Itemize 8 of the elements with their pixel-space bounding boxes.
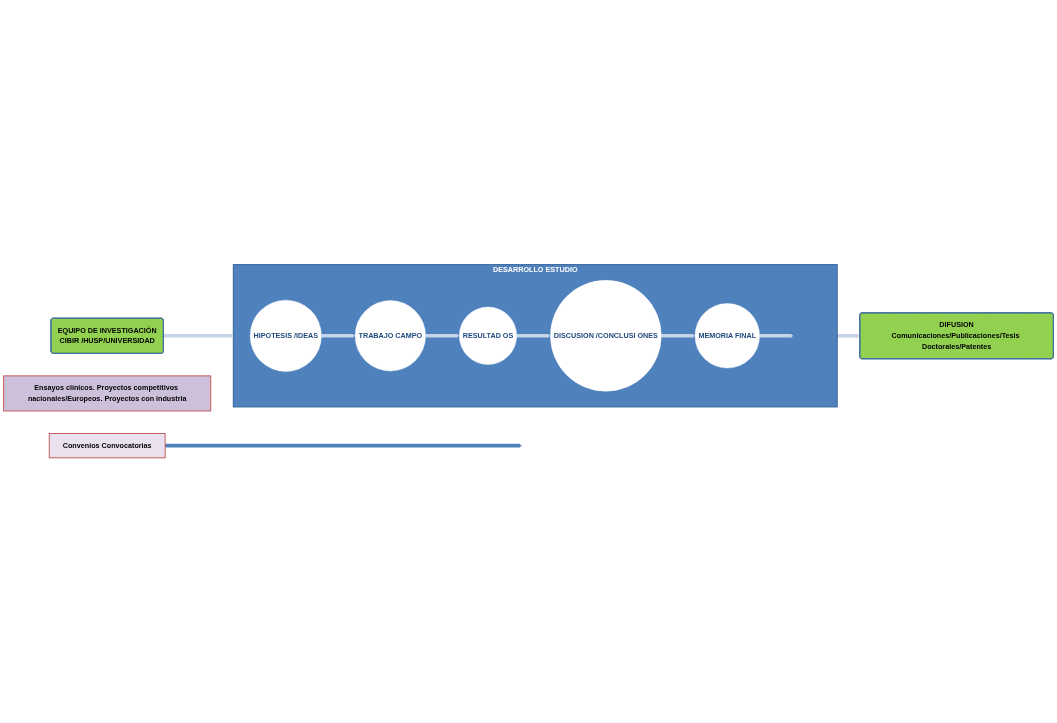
arrow: [163, 334, 234, 339]
arrow: [425, 334, 460, 339]
arrow: [165, 443, 522, 448]
arrow: [837, 334, 860, 339]
arrow: [516, 334, 551, 339]
arrow: [321, 334, 356, 339]
arrow: [759, 334, 794, 339]
arrow: [661, 334, 696, 339]
